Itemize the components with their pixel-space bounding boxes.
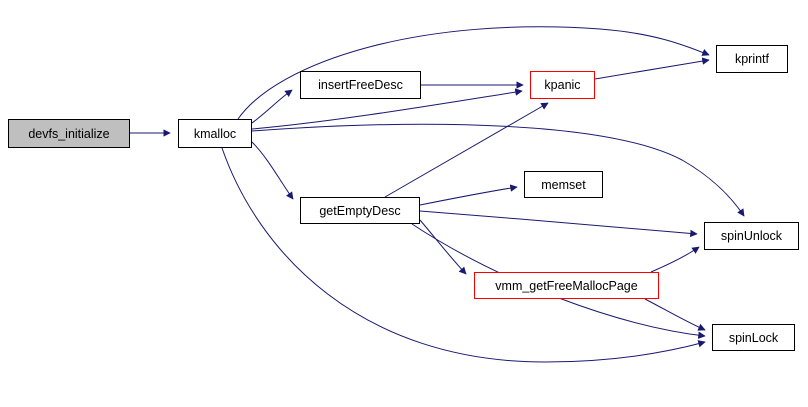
edge-kmalloc-spinLock <box>221 147 706 363</box>
edge-vmm-spinLock <box>644 298 706 331</box>
node-devfs-initialize: devfs_initialize <box>8 119 130 148</box>
edge-getEmptyDesc-spinUnlock <box>419 210 698 238</box>
node-insertfreedesc[interactable]: insertFreeDesc <box>300 71 421 99</box>
edge-getEmptyDesc-vmm <box>419 219 467 275</box>
node-vmm-getfreemallocpage[interactable]: vmm_getFreeMallocPage <box>474 272 659 299</box>
edge-kmalloc-kpanic <box>251 88 523 130</box>
edge-kmalloc-insertFreeDesc <box>251 89 293 124</box>
edge-kmalloc-spinUnlock <box>251 123 745 217</box>
edge-kmalloc-getEmptyDesc <box>251 141 294 200</box>
node-spinlock[interactable]: spinLock <box>712 324 795 351</box>
edge-getEmptyDesc-memset <box>419 184 518 206</box>
node-kpanic[interactable]: kpanic <box>530 71 595 99</box>
edge-vmm-spinUnlock <box>650 246 700 273</box>
node-spinunlock[interactable]: spinUnlock <box>704 222 799 250</box>
node-kprintf[interactable]: kprintf <box>716 45 788 73</box>
node-memset[interactable]: memset <box>524 171 603 198</box>
edge-getEmptyDesc-kpanic <box>384 102 549 198</box>
node-kmalloc[interactable]: kmalloc <box>178 119 252 148</box>
edge-kpanic-kprintf <box>594 57 710 80</box>
edge-kmalloc-kprintf <box>237 26 710 120</box>
node-getemptydesc[interactable]: getEmptyDesc <box>300 197 420 224</box>
